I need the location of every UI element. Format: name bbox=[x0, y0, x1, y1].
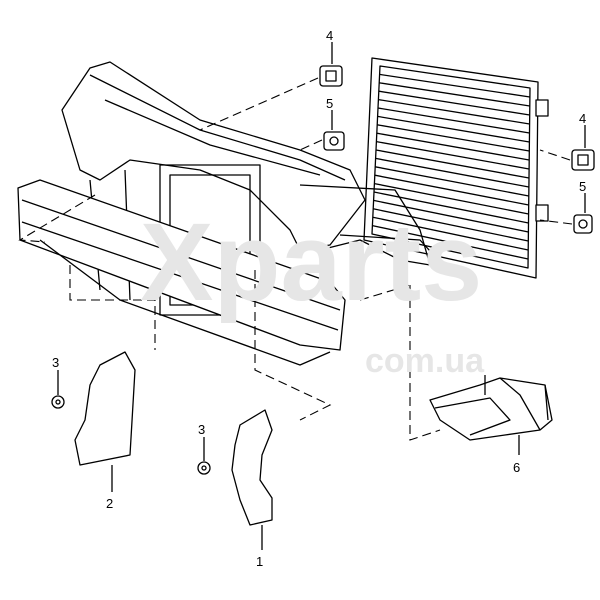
air-deflector-left bbox=[74, 351, 136, 466]
mount-4-left bbox=[319, 65, 343, 87]
radiator-fin bbox=[378, 98, 530, 125]
radiator-fin bbox=[374, 182, 529, 215]
radiator-fin bbox=[376, 140, 530, 170]
clip-left bbox=[51, 395, 65, 409]
mount-5-left bbox=[323, 131, 345, 151]
radiator bbox=[363, 57, 549, 279]
callout-3-center: 3 bbox=[198, 422, 205, 437]
radiator-fin bbox=[377, 115, 530, 143]
clip-center bbox=[197, 461, 211, 475]
callout-4-left: 4 bbox=[326, 28, 333, 43]
watermark-domain: com.ua bbox=[365, 342, 485, 380]
mount-5-right bbox=[573, 214, 593, 234]
mount-4-right bbox=[571, 149, 595, 171]
radiator-fin bbox=[377, 107, 530, 134]
radiator-fin bbox=[373, 208, 529, 242]
watermark-brand: Xparts bbox=[140, 201, 482, 324]
callout-4-right: 4 bbox=[579, 111, 586, 126]
watermark: Xparts com.ua bbox=[140, 201, 485, 380]
callout-1: 1 bbox=[256, 554, 263, 569]
callout-leaders bbox=[57, 42, 586, 550]
radiator-fin bbox=[372, 216, 529, 251]
radiator-fin bbox=[373, 199, 529, 233]
radiator-fin bbox=[375, 149, 530, 179]
callout-3-left: 3 bbox=[52, 355, 59, 370]
radiator-fin bbox=[376, 132, 530, 161]
radiator-fin bbox=[379, 73, 530, 98]
bumper-reinforcement bbox=[17, 179, 346, 366]
air-duct bbox=[429, 375, 553, 441]
radiator-fin bbox=[375, 157, 530, 188]
radiator-fin bbox=[378, 90, 530, 116]
air-deflector-right bbox=[231, 409, 273, 526]
callout-5-right: 5 bbox=[579, 179, 586, 194]
radiator-fin bbox=[375, 166, 529, 197]
radiator-fin bbox=[379, 82, 530, 107]
callout-6: 6 bbox=[513, 460, 520, 475]
radiator-fin bbox=[372, 224, 529, 260]
callout-2: 2 bbox=[106, 496, 113, 511]
leader-lines bbox=[18, 77, 573, 441]
radiator-fin bbox=[377, 124, 530, 152]
radiator-fin bbox=[374, 174, 529, 206]
callout-5-left: 5 bbox=[326, 96, 333, 111]
